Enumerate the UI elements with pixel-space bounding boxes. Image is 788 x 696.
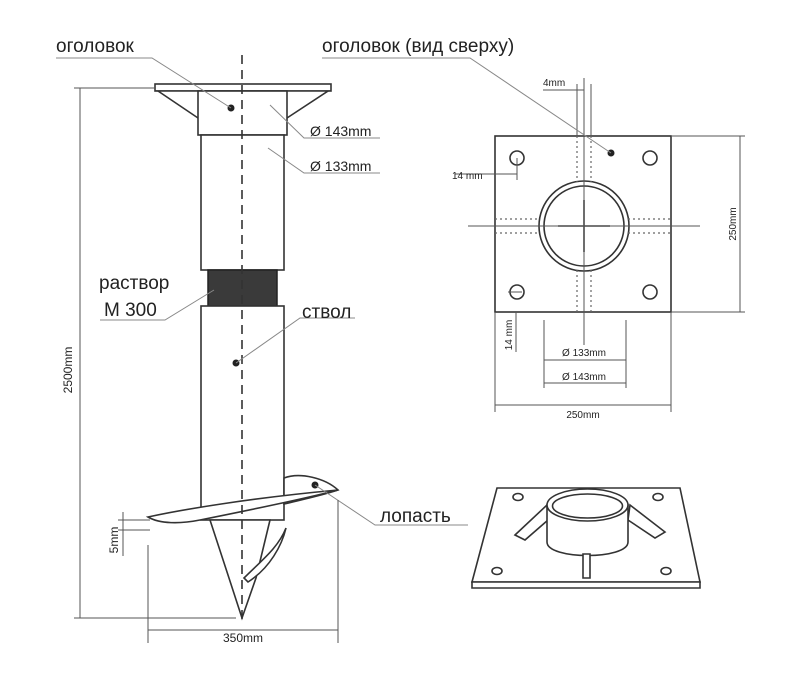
leader-shaft xyxy=(235,317,355,364)
hole-br xyxy=(642,284,658,300)
leader-d133 xyxy=(267,147,380,174)
leader-mortar xyxy=(100,289,215,321)
side-leaders xyxy=(56,57,468,526)
head-isometric-view xyxy=(470,487,701,589)
label-250-v: 250mm xyxy=(728,207,739,240)
label-blade: лопасть xyxy=(380,506,451,527)
label-head: оголовок xyxy=(56,36,135,57)
label-mortar-1: раствор xyxy=(99,273,169,294)
leader-head-top xyxy=(322,57,612,154)
leader-d143 xyxy=(269,104,380,139)
head-top-view xyxy=(468,78,700,345)
blade-main xyxy=(145,489,339,524)
leader-head xyxy=(56,57,232,109)
head-plate xyxy=(154,83,332,92)
side-dimensions xyxy=(74,87,339,643)
hole-tr xyxy=(642,150,658,166)
label-shaft: ствол xyxy=(302,302,351,323)
label-blade-thickness: 5mm xyxy=(107,527,121,554)
iso-hole-tr xyxy=(652,492,664,502)
label-14mm-h: 14 mm xyxy=(452,171,483,182)
label-14mm-v: 14 mm xyxy=(504,320,515,351)
iso-gusset-front xyxy=(582,553,591,579)
iso-plate-edge xyxy=(471,581,701,589)
label-250-h: 250mm xyxy=(566,410,599,421)
label-mortar-2: М 300 xyxy=(104,300,157,321)
label-4mm: 4mm xyxy=(543,78,565,89)
label-top-d133: Ø 133mm xyxy=(562,348,606,359)
iso-hole-bl xyxy=(491,566,503,576)
label-d143: Ø 143mm xyxy=(310,123,371,139)
head-sleeve xyxy=(197,90,288,136)
leader-blade xyxy=(314,484,468,526)
upper-shaft xyxy=(200,134,285,271)
label-head-top: оголовок (вид сверху) xyxy=(322,36,514,57)
pile-side-view xyxy=(145,55,340,625)
label-blade-width: 350mm xyxy=(223,631,263,645)
pile-tip xyxy=(208,519,272,621)
iso-tube-rim-inner xyxy=(551,493,624,519)
iso-hole-br xyxy=(660,566,672,576)
top-dimensions xyxy=(455,84,745,412)
label-top-d143: Ø 143mm xyxy=(562,372,606,383)
label-d133: Ø 133mm xyxy=(310,158,371,174)
iso-hole-tl xyxy=(512,492,524,502)
label-height: 2500mm xyxy=(61,347,75,394)
blade-lower xyxy=(242,527,287,584)
